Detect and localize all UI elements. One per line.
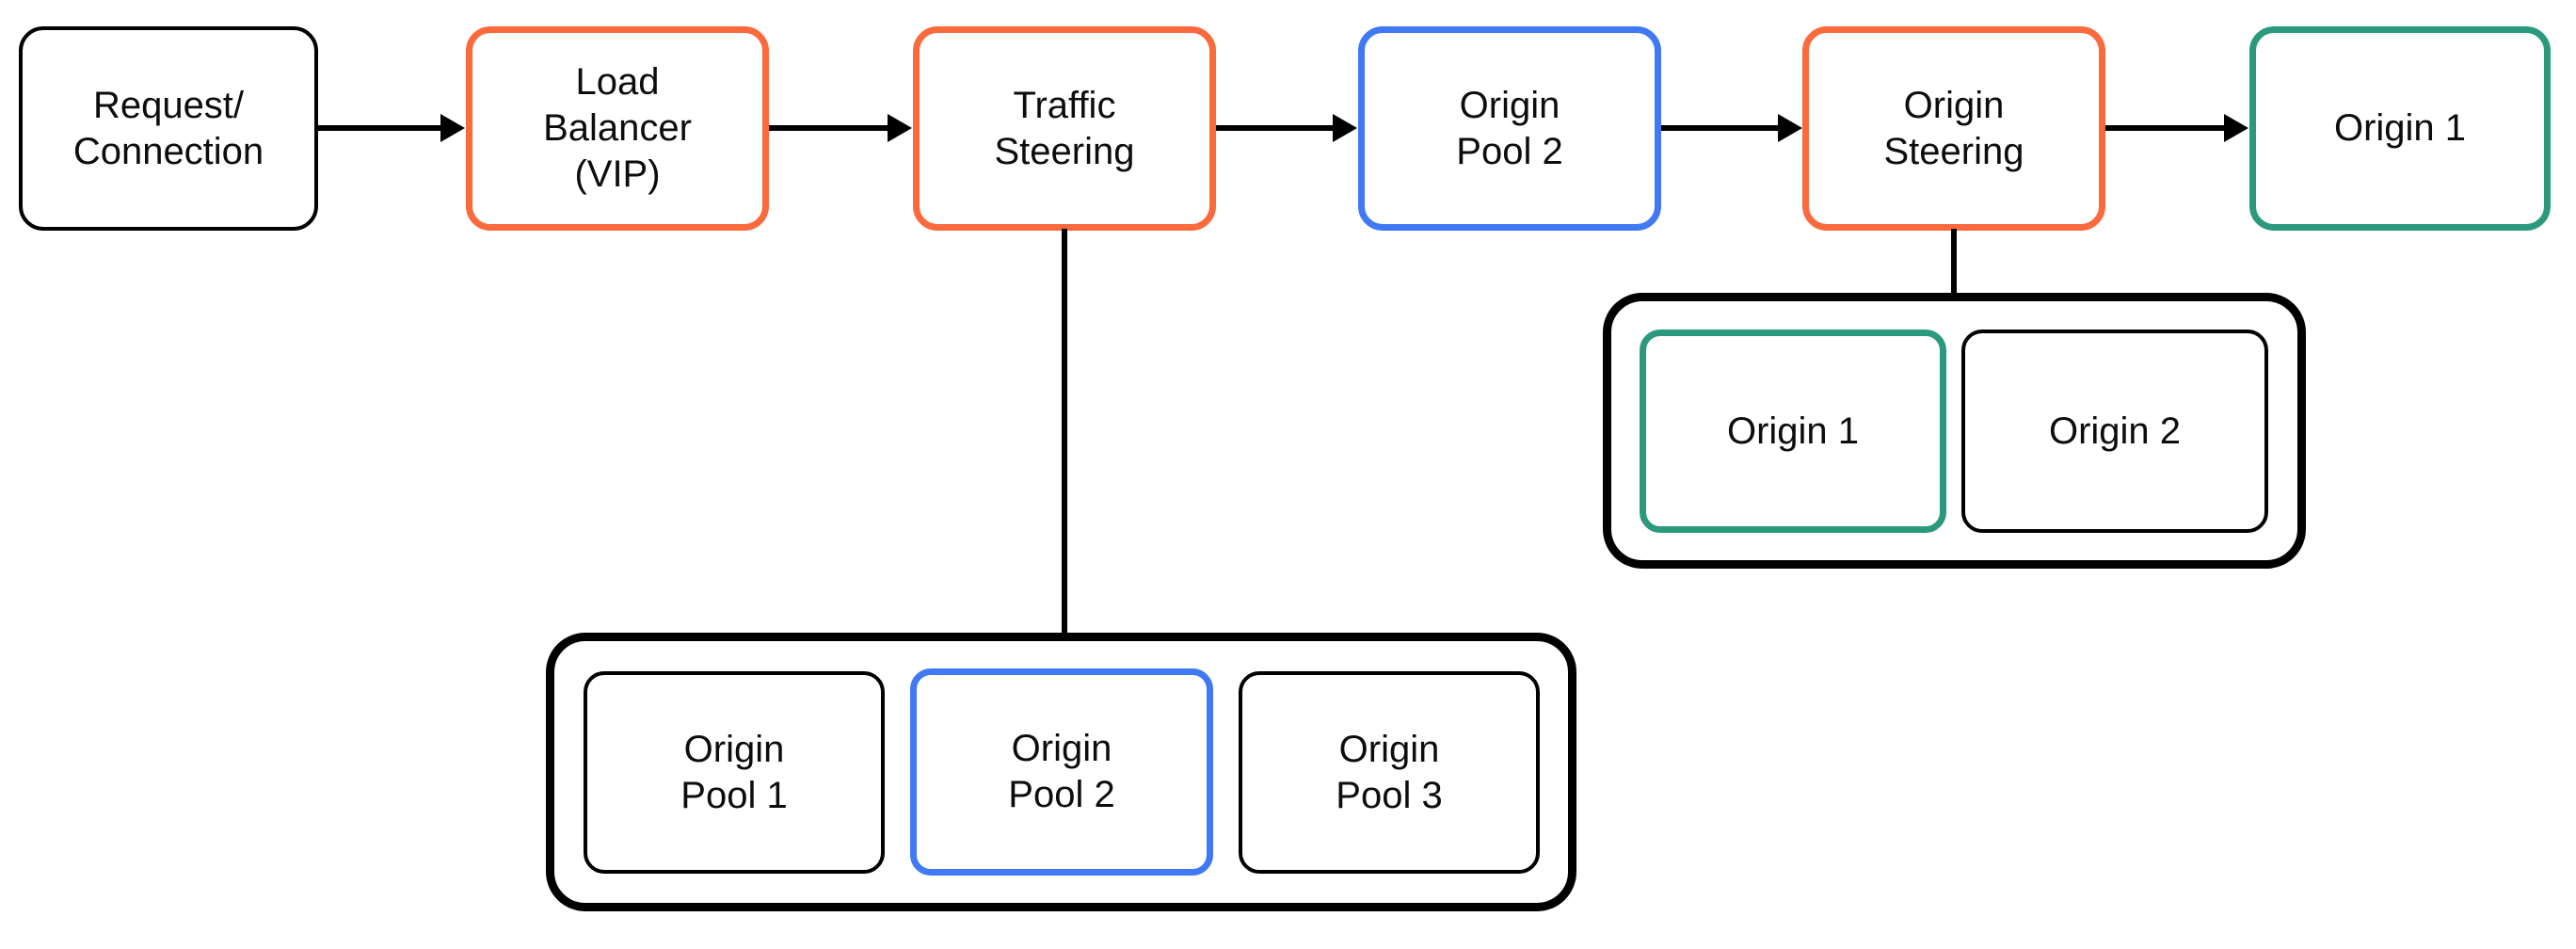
node-origin-1[interactable]: Origin 1 xyxy=(2249,26,2551,231)
connector-traffic-steering-to-pool-group xyxy=(1062,229,1067,635)
node-origin-pool-3[interactable]: Origin Pool 3 xyxy=(1239,671,1540,874)
arrowhead-origin-steering xyxy=(1778,114,1802,142)
node-origin-pool-2-selected[interactable]: Origin Pool 2 xyxy=(910,668,1213,876)
connector-origin-pool-2-to-origin-steering xyxy=(1661,125,1780,131)
node-origin-steering[interactable]: Origin Steering xyxy=(1802,26,2105,231)
node-origin-group-origin-2[interactable]: Origin 2 xyxy=(1961,330,2268,533)
node-origin-group-origin-1[interactable]: Origin 1 xyxy=(1640,330,1946,533)
node-traffic-steering[interactable]: Traffic Steering xyxy=(913,26,1216,231)
node-origin-pool-2[interactable]: Origin Pool 2 xyxy=(1358,26,1661,231)
node-origin-pool-1[interactable]: Origin Pool 1 xyxy=(584,671,885,874)
node-load-balancer[interactable]: Load Balancer (VIP) xyxy=(466,26,769,231)
arrowhead-load-balancer xyxy=(440,114,465,142)
arrowhead-origin-pool-2 xyxy=(1333,114,1357,142)
arrowhead-traffic-steering xyxy=(888,114,912,142)
connector-load-balancer-to-traffic-steering xyxy=(769,125,889,131)
connector-origin-steering-to-origin-1 xyxy=(2105,125,2226,131)
node-request-connection[interactable]: Request/ Connection xyxy=(19,26,318,231)
connector-traffic-steering-to-origin-pool-2 xyxy=(1216,125,1335,131)
arrowhead-origin-1 xyxy=(2224,114,2248,142)
connector-origin-steering-to-origin-group xyxy=(1951,229,1957,297)
connector-request-to-load-balancer xyxy=(318,125,442,131)
